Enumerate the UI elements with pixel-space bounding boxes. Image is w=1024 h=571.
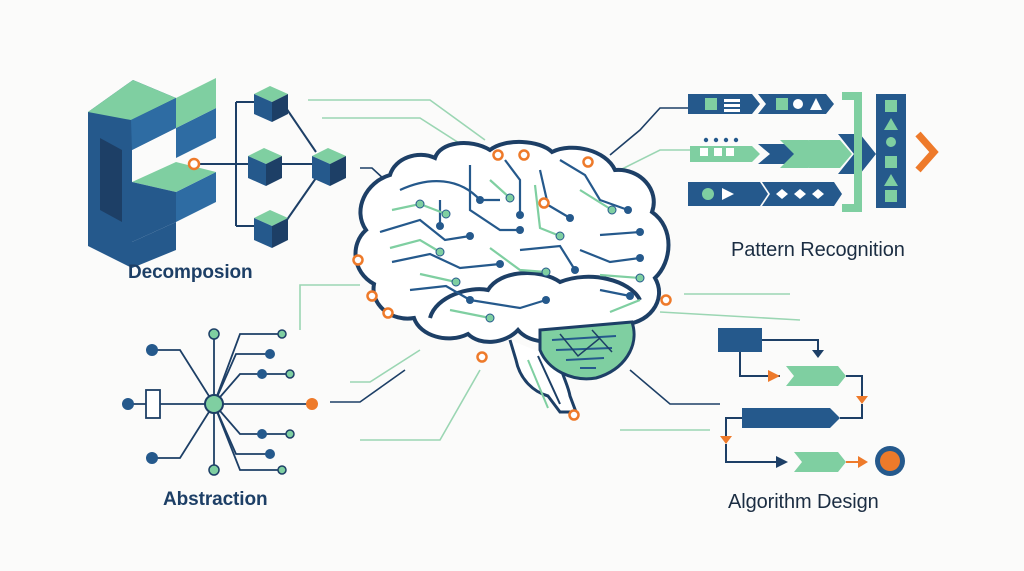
- decomposition-label: Decomposion: [128, 262, 253, 283]
- algorithm-design-label: Algorithm Design: [728, 491, 879, 513]
- decomposition-icon: [88, 78, 346, 268]
- pattern-recognition-label: Pattern Recognition: [731, 239, 905, 261]
- algorithm-design-icon: [718, 328, 905, 476]
- connector-lines: [299, 99, 801, 441]
- abstraction-icon: [122, 328, 318, 476]
- small-cube-right: [312, 148, 346, 186]
- small-cube-top: [254, 86, 288, 122]
- small-cube-mid: [248, 148, 282, 186]
- small-cube-bottom: [254, 210, 288, 248]
- pattern-recognition-icon: [688, 92, 939, 212]
- abstraction-label: Abstraction: [163, 489, 268, 510]
- brain-icon: [352, 139, 672, 421]
